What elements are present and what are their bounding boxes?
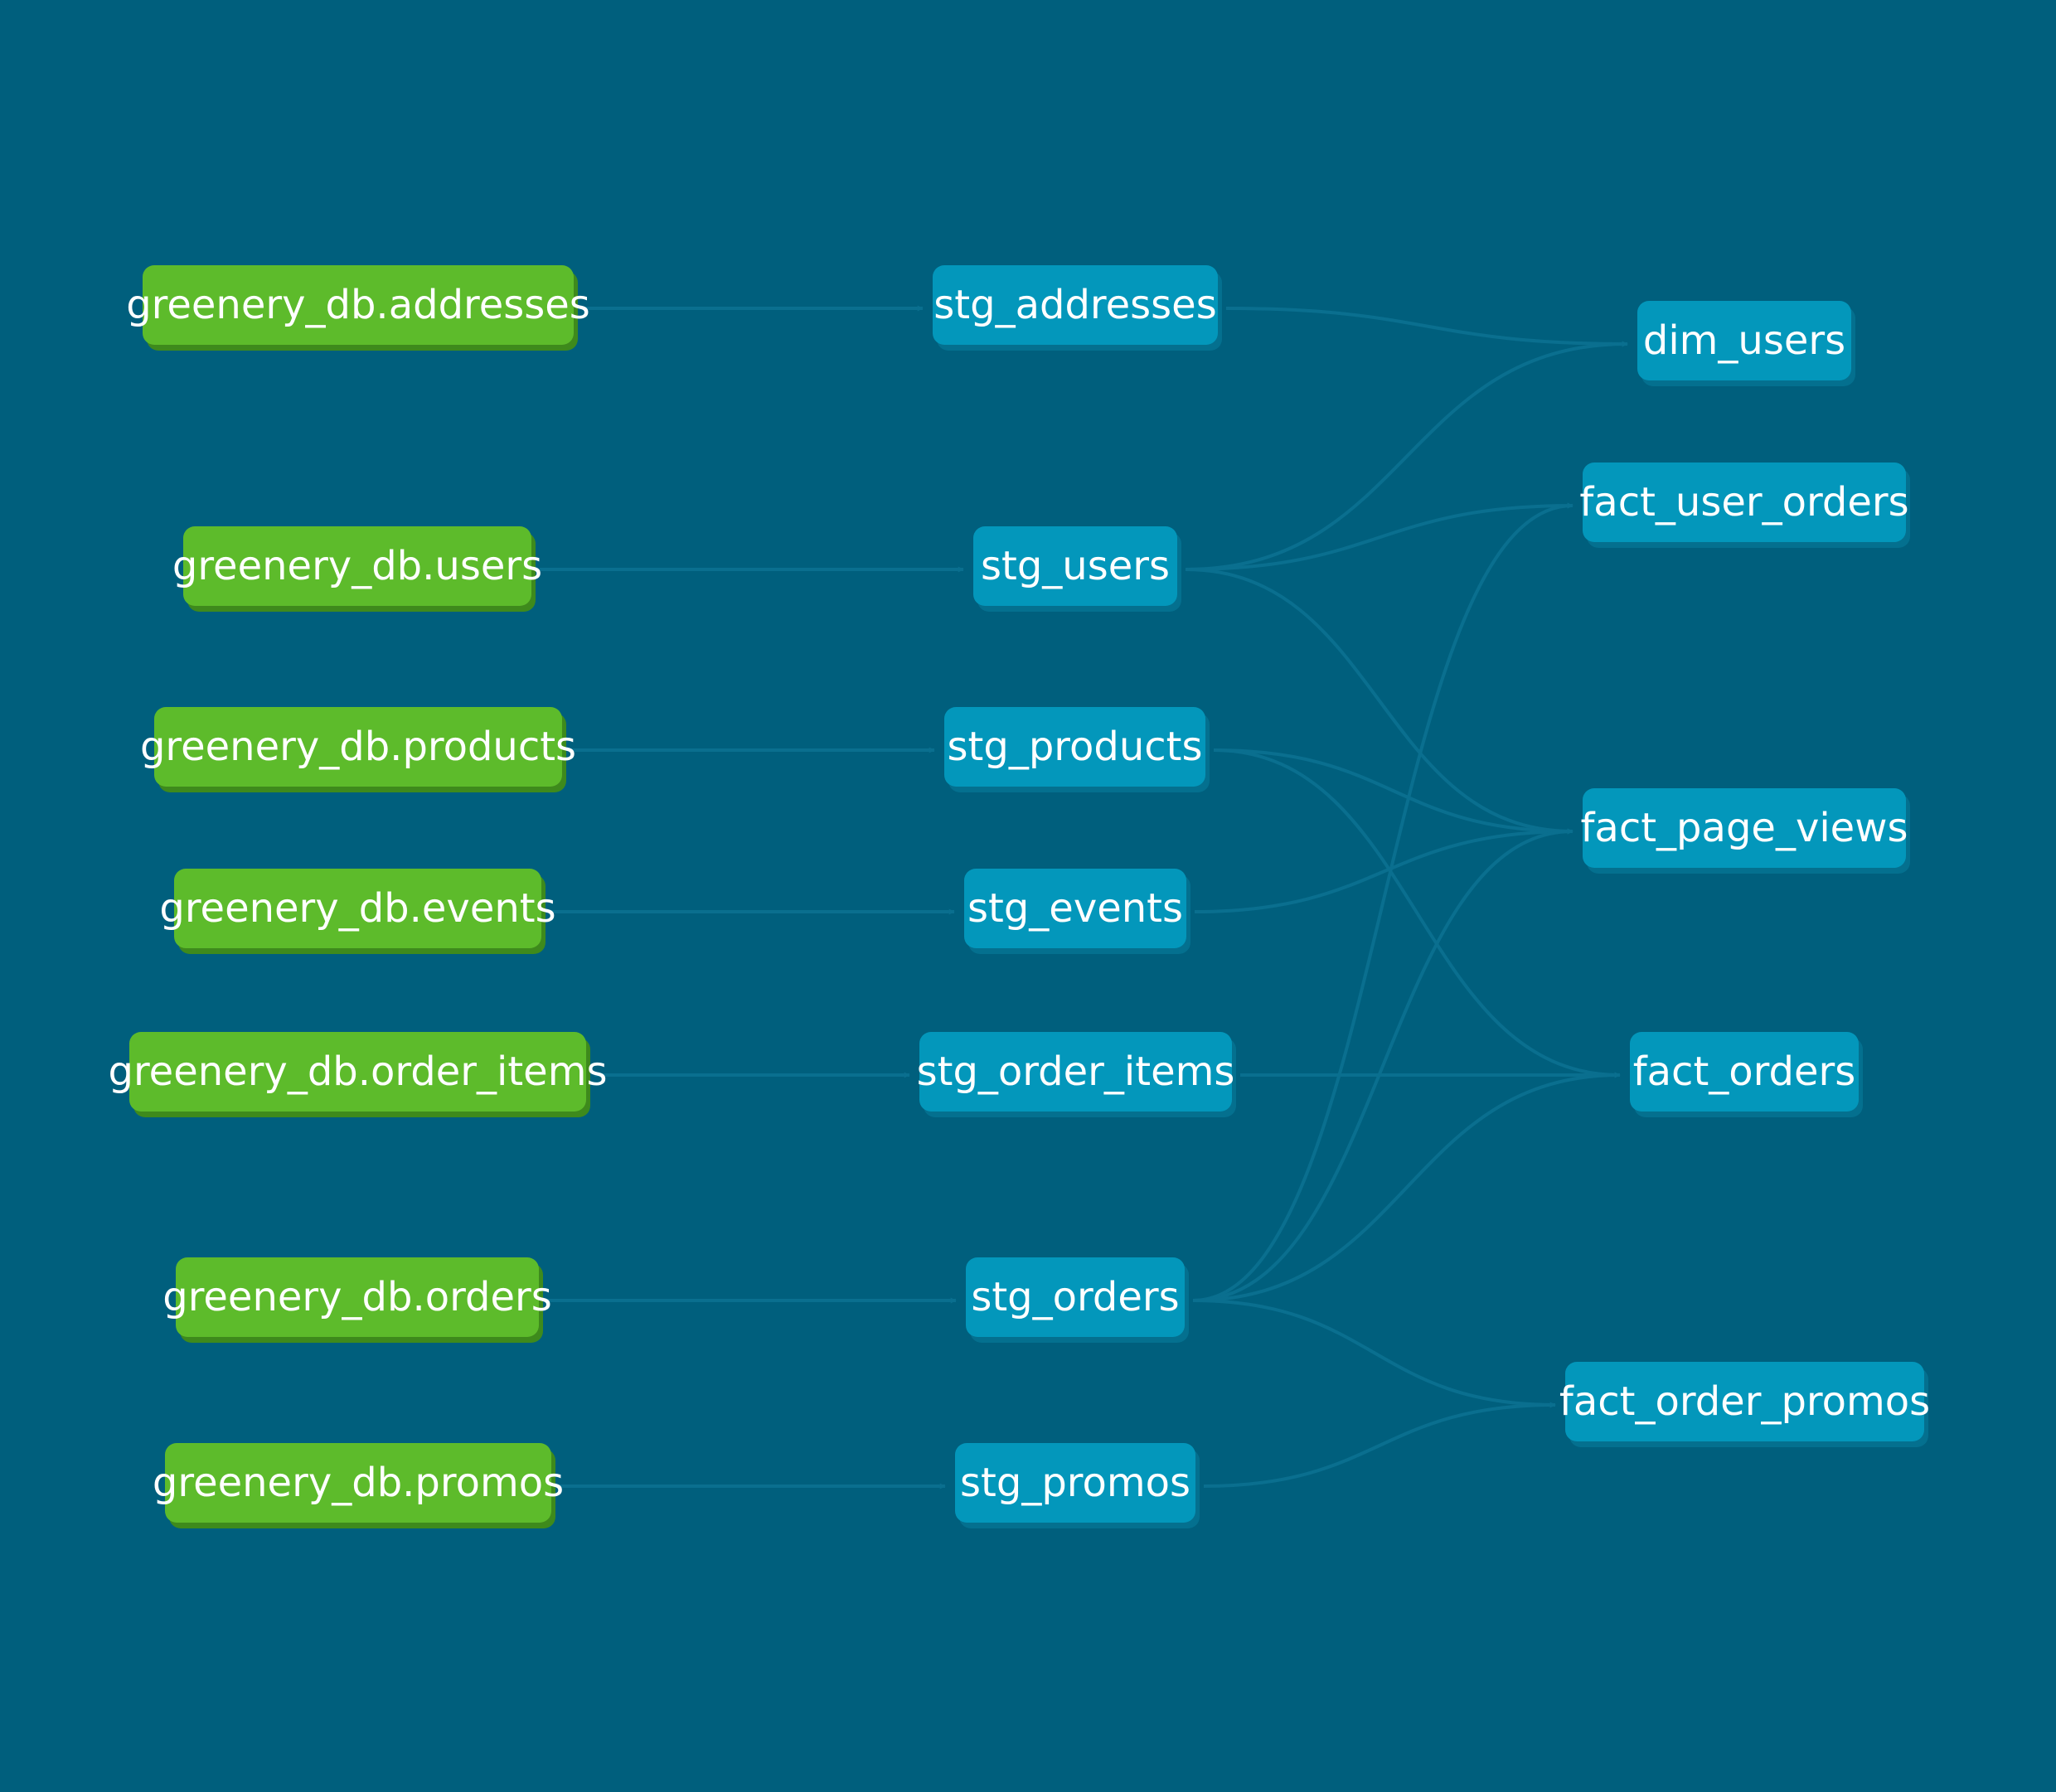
node-src-addresses[interactable]: greenery_db.addresses — [126, 265, 590, 345]
node-stg-promos[interactable]: stg_promos — [955, 1443, 1195, 1523]
node-label: greenery_db.products — [139, 724, 577, 770]
node-src-products[interactable]: greenery_db.products — [140, 707, 576, 787]
edge-stg-users-to-dim-users — [1185, 341, 1628, 571]
node-stg-users[interactable]: stg_users — [973, 526, 1177, 606]
node-src-order-items[interactable]: greenery_db.order_items — [109, 1032, 607, 1112]
node-label: stg_addresses — [933, 282, 1217, 328]
node-label: greenery_db.orders — [162, 1274, 552, 1320]
node-label: greenery_db.users — [172, 543, 543, 589]
node-fact-orders[interactable]: fact_orders — [1630, 1032, 1859, 1112]
edge-stg-users-to-fact-user-orders — [1185, 502, 1574, 571]
node-label: fact_order_promos — [1559, 1378, 1931, 1425]
node-label: fact_orders — [1632, 1049, 1856, 1095]
node-stg-order-items[interactable]: stg_order_items — [916, 1032, 1235, 1112]
node-src-events[interactable]: greenery_db.events — [159, 869, 556, 948]
edge-stg-products-to-fact-orders — [1213, 748, 1621, 1078]
edge-stg-events-to-fact-page-views — [1194, 828, 1574, 913]
edge-stg-orders-to-fact-page-views — [1192, 828, 1574, 1302]
node-label: fact_page_views — [1580, 805, 1908, 851]
edge-stg-orders-to-fact-orders — [1192, 1072, 1621, 1302]
node-src-promos[interactable]: greenery_db.promos — [153, 1443, 564, 1523]
node-label: greenery_db.addresses — [126, 282, 590, 328]
node-src-orders[interactable]: greenery_db.orders — [162, 1257, 552, 1337]
node-fact-user-orders[interactable]: fact_user_orders — [1579, 463, 1909, 542]
node-label: stg_promos — [960, 1460, 1190, 1506]
edge-stg-orders-to-fact-user-orders — [1192, 502, 1574, 1302]
node-label: greenery_db.events — [159, 885, 556, 932]
node-fact-page-views[interactable]: fact_page_views — [1580, 788, 1908, 868]
node-stg-products[interactable]: stg_products — [944, 707, 1205, 787]
node-label: stg_events — [967, 885, 1183, 932]
node-label: greenery_db.promos — [152, 1460, 565, 1506]
node-stg-events[interactable]: stg_events — [964, 869, 1186, 948]
node-label: stg_orders — [971, 1274, 1180, 1320]
edge-stg-addresses-to-dim-users — [1225, 307, 1628, 347]
node-label: stg_products — [947, 724, 1203, 770]
node-fact-order-promos[interactable]: fact_order_promos — [1559, 1362, 1930, 1441]
edge-stg-promos-to-fact-order-promos — [1203, 1402, 1556, 1488]
edge-stg-products-to-fact-page-views — [1213, 748, 1574, 835]
node-dim-users[interactable]: dim_users — [1637, 301, 1851, 380]
node-label: greenery_db.order_items — [108, 1049, 608, 1095]
node-src-users[interactable]: greenery_db.users — [172, 526, 542, 606]
node-label: stg_order_items — [916, 1049, 1235, 1095]
node-label: dim_users — [1642, 317, 1846, 364]
node-label: stg_users — [981, 543, 1170, 589]
node-stg-orders[interactable]: stg_orders — [966, 1257, 1185, 1337]
edge-stg-users-to-fact-page-views — [1185, 568, 1574, 835]
node-stg-addresses[interactable]: stg_addresses — [933, 265, 1218, 345]
node-label: fact_user_orders — [1579, 479, 1909, 525]
edge-stg-orders-to-fact-order-promos — [1192, 1299, 1556, 1408]
